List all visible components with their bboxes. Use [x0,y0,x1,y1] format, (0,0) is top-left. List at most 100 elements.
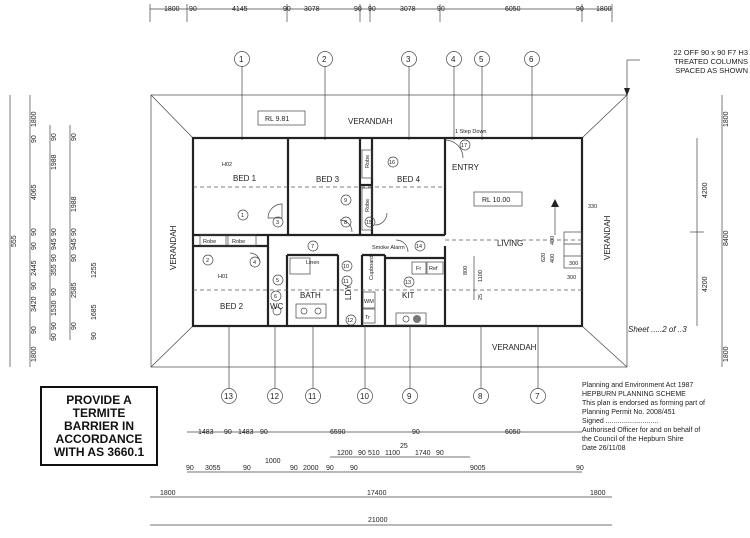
grid-bottom-9: 9 [407,392,412,401]
door-tag-9: 9 [344,198,347,204]
label-verandah-top: VERANDAH [348,117,393,126]
dim-right-8400: 8400 [723,230,730,246]
house-outline [191,136,584,328]
label-verandah-right: VERANDAH [603,215,612,260]
stamp-line-7: the Council of the Hepburn Shire [582,436,684,443]
dim-left-a-8: 3420 [31,296,38,312]
dim-b2-6: 1740 [415,450,431,457]
dim-b2-4: 1100 [385,450,400,457]
dim-left-c-5: 90 [71,254,78,262]
label-fr: Fr [416,266,421,272]
stamp-line-2: HEPBURN PLANNING SCHEME [582,391,686,398]
grid-bottom-10: 10 [360,392,369,401]
dim-left-b-9: 90 [51,322,58,330]
dim-inner-800: 800 [463,266,469,275]
door-tag-4: 4 [253,260,256,266]
door-tag-3: 3 [276,220,279,226]
planning-endorsement-stamp: Planning and Environment Act 1987 HEPBUR… [582,381,747,453]
termite-line-2: TERMITE [72,405,126,420]
dim-top-6: 90 [354,6,362,13]
dim-b3-2: 3055 [205,465,221,472]
dim-left-total: 555 [11,235,18,247]
stamp-line-1: Planning and Environment Act 1987 [582,382,694,389]
grid-top: 1 2 3 4 5 6 [234,51,540,140]
dim-right-400a: 400 [550,236,556,245]
dim-b3-10: 90 [576,465,584,472]
dim-b3-6: 2000 [303,465,319,472]
termite-line-1: PROVIDE A [66,392,132,407]
label-cupboard: Cupboard [369,256,375,280]
door-tags: 1 2 3 4 5 6 7 8 9 10 11 12 13 14 15 16 1… [202,139,471,326]
door-tag-15: 15 [366,220,372,226]
sheet-number: Sheet .....2 of ..3 [628,325,687,334]
dim-b3-5: 90 [290,465,298,472]
dim-inner-25: 25 [478,294,484,300]
dim-top-5: 3078 [304,6,320,13]
dim-inner-1100: 1100 [478,270,484,282]
door-tag-13: 13 [405,280,411,286]
label-linen: Linen [306,260,319,266]
stamp-line-3: This plan is endorsed as forming part of [582,400,705,407]
dim-bottom-total: 21000 [368,517,388,524]
grid-bottom-11: 11 [308,392,317,401]
dim-left-a-7: 90 [31,282,38,290]
dim-left-b-1: 90 [51,133,58,141]
termite-line-3: BARRIER IN [63,418,134,433]
grid-top-3: 3 [406,55,411,64]
door-tag-2: 2 [206,258,209,264]
robe-bed1-b [227,234,257,247]
columns-note-line-1: 22 OFF 90 x 90 F7 H3 [673,48,748,57]
dim-left-d-2: 1685 [91,304,98,320]
grid-bottom-12: 12 [270,392,279,401]
dim-left-b-2: 1988 [51,154,58,170]
stamp-line-6: Authorised Officer for and on behalf of [582,427,701,434]
termite-barrier-note: PROVIDE A TERMITE BARRIER IN ACCORDANCE … [40,386,158,466]
dim-right-400b: 400 [550,254,556,263]
dim-b2-2: 90 [358,450,366,457]
label-kit: KIT [402,291,415,300]
dim-right-300b: 300 [567,275,576,281]
dim-left-a-10: 1800 [31,346,38,362]
dim-b1-5: 6590 [330,429,346,436]
dim-left-c-6: 2585 [71,282,78,298]
label-bed1: BED 1 [233,174,257,183]
door-tag-16: 16 [389,160,395,166]
label-bed4: BED 4 [397,175,421,184]
verandah-outline [150,94,628,368]
grid-bottom-7: 7 [535,392,540,401]
dim-left-a-1: 1800 [31,111,38,127]
robe-bed3 [361,187,373,231]
dim-right-4200-bottom: 4200 [702,276,709,292]
dim-right-330: 330 [588,204,597,210]
label-step-down: 1 Step Down [455,129,487,135]
dim-b3-4: 1000 [265,458,281,465]
dim-left-b-4: 945 [51,238,58,250]
label-entry: ENTRY [452,163,480,172]
dim-b3-7: 90 [326,465,334,472]
door-tag-14: 14 [416,244,422,250]
dim-b1-2: 90 [224,429,232,436]
termite-line-5: WITH AS 3660.1 [53,444,145,459]
dim-left-b-10: 90 [51,333,58,341]
dim-left-b-3: 90 [51,228,58,236]
dim-left-c-4: 945 [71,238,78,250]
columns-note-line-3: SPACED AS SHOWN [675,66,748,75]
label-wm: WM [364,299,374,305]
columns-note: 22 OFF 90 x 90 F7 H3 TREATED COLUMNS SPA… [630,48,748,75]
label-robe-a: Robe [203,239,216,245]
grid-top-5: 5 [479,55,484,64]
label-h02: H02 [222,162,232,168]
dim-b1-1: 1483 [198,429,214,436]
dim-top-9: 90 [437,6,445,13]
label-h01: H01 [218,274,228,280]
door-tag-12: 12 [347,318,353,324]
label-ref: Ref [429,266,438,272]
dim-left-b-5: 90 [51,254,58,262]
grid-bottom: 13 12 11 10 9 8 7 [221,326,546,404]
dim-b4-1: 1800 [160,490,176,497]
dim-right-4200-top: 4200 [702,182,709,198]
grid-bottom-8: 8 [478,392,483,401]
door-tag-7: 7 [311,244,314,250]
door-tag-17: 17 [461,143,467,149]
stamp-line-5: Signed ........................... [582,418,659,425]
